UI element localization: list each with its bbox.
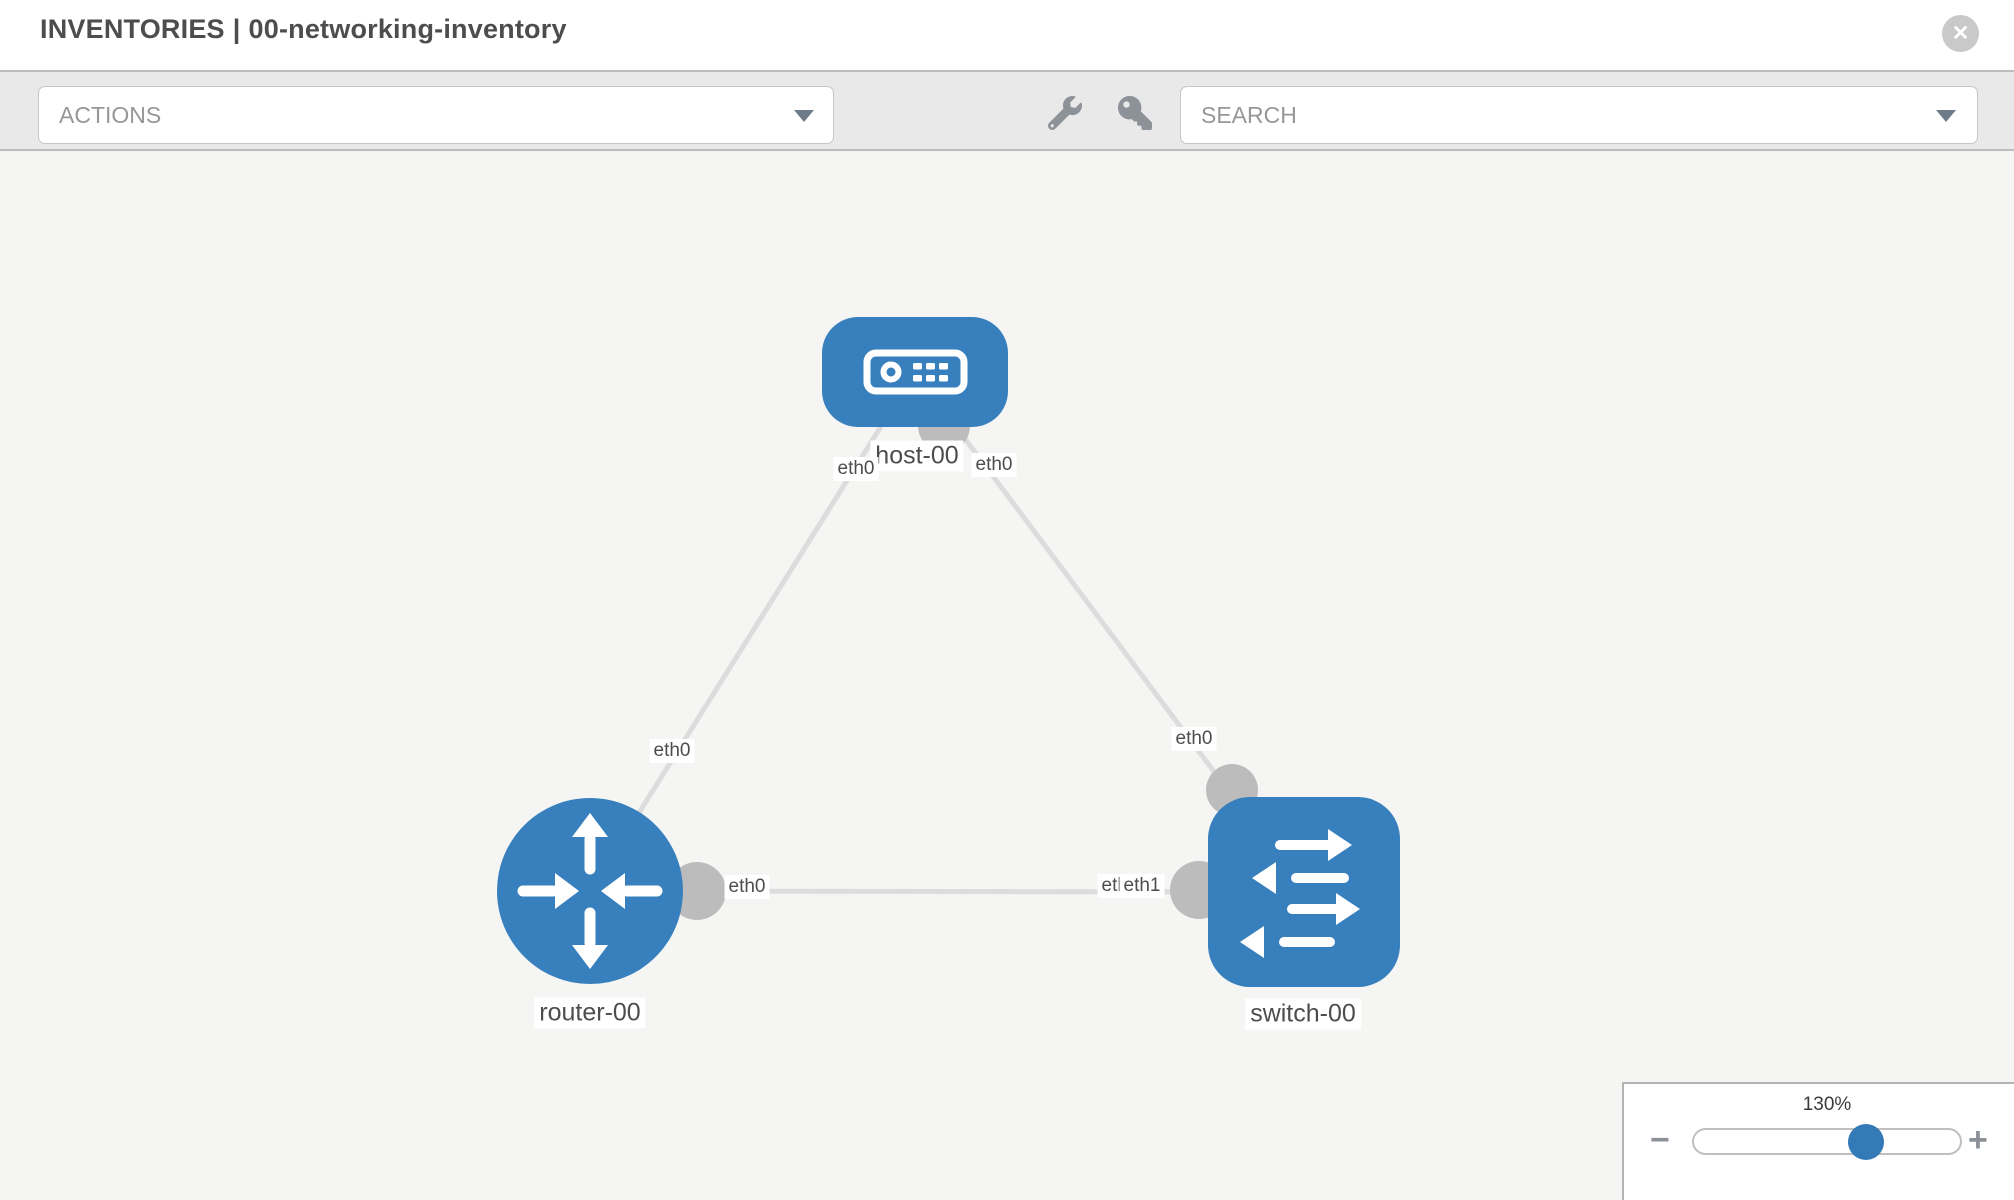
breadcrumb-separator: |: [232, 14, 241, 44]
node-router-00[interactable]: [497, 798, 683, 984]
close-icon: ✕: [1951, 22, 1970, 45]
iface-label-router-eth0: eth0: [724, 875, 770, 899]
inventory-name: 00-networking-inventory: [248, 14, 567, 44]
page-header: INVENTORIES|00-networking-inventory ✕: [0, 0, 2014, 70]
node-host-00[interactable]: [822, 317, 1008, 427]
topology-canvas[interactable]: host-00 eth0 eth0 eth0 eth0 eth0 eth1 et…: [0, 151, 2014, 1200]
toolbar: ACTIONS SEARCH: [0, 70, 2014, 151]
node-label-host-00: host-00: [870, 440, 964, 472]
iface-label-host-eth0-right: eth0: [971, 453, 1017, 477]
router-icon: [517, 813, 663, 969]
interface-dot-router-eth0: [668, 862, 726, 920]
iface-label-link-host-router-eth0: eth0: [649, 739, 695, 763]
node-label-switch-00: switch-00: [1245, 998, 1361, 1030]
node-label-router-00: router-00: [534, 997, 646, 1029]
actions-dropdown-label: ACTIONS: [59, 101, 162, 128]
page-title: INVENTORIES|00-networking-inventory: [40, 14, 567, 45]
iface-label-switch-eth1: eth1: [1119, 874, 1165, 898]
iface-label-link-host-switch-eth0: eth0: [1171, 727, 1217, 751]
chevron-down-icon: [794, 110, 814, 122]
host-icon: [863, 349, 968, 395]
close-button[interactable]: ✕: [1942, 15, 1979, 52]
switch-icon: [1240, 829, 1360, 958]
search-placeholder: SEARCH: [1201, 101, 1297, 128]
interfaces-layer: [668, 400, 1258, 920]
key-icon: [1118, 96, 1152, 130]
actions-dropdown[interactable]: ACTIONS: [38, 86, 834, 144]
chevron-down-icon: [1936, 110, 1956, 122]
zoom-control-panel: 130% − +: [1622, 1082, 2014, 1200]
zoom-in-button[interactable]: +: [1968, 1121, 1988, 1159]
zoom-slider-track[interactable]: [1692, 1128, 1962, 1155]
credentials-button[interactable]: [1117, 96, 1153, 130]
tools-button[interactable]: [1047, 96, 1083, 131]
zoom-out-button[interactable]: −: [1650, 1121, 1670, 1159]
search-dropdown[interactable]: SEARCH: [1180, 86, 1978, 144]
node-switch-00[interactable]: [1208, 797, 1400, 987]
iface-label-host-eth0-left: eth0: [833, 457, 879, 481]
wrench-icon: [1047, 96, 1082, 131]
zoom-level-value: 130%: [1802, 1094, 1852, 1115]
breadcrumb-section: INVENTORIES: [40, 14, 225, 44]
zoom-slider-thumb[interactable]: [1848, 1124, 1884, 1160]
